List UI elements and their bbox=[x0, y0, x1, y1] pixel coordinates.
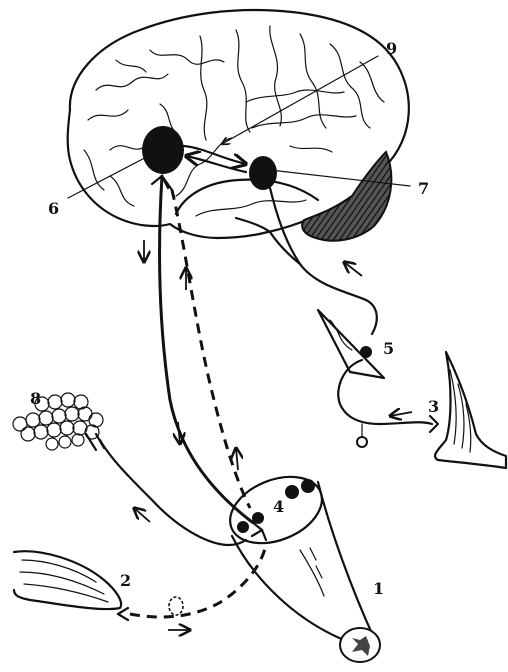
nuclei-connection-back bbox=[186, 156, 246, 172]
sensory-loop-3 bbox=[338, 360, 432, 424]
leader-9 bbox=[222, 56, 378, 144]
spinal-cell-c bbox=[285, 485, 299, 499]
label-3: 3 bbox=[428, 397, 439, 416]
brain bbox=[68, 10, 409, 264]
ganglion-5 bbox=[318, 310, 384, 378]
label-9: 9 bbox=[386, 39, 397, 58]
organ-3 bbox=[435, 352, 506, 468]
arrow-to-gland bbox=[134, 508, 150, 522]
nuclei-connection bbox=[184, 146, 246, 164]
label-2: 2 bbox=[120, 571, 131, 590]
spinal-cell-d bbox=[301, 479, 315, 493]
spinal-cord bbox=[220, 464, 380, 662]
label-7: 7 bbox=[418, 179, 429, 198]
ganglion-5-cell bbox=[360, 346, 372, 358]
nucleus-7 bbox=[249, 156, 277, 190]
label-6: 6 bbox=[48, 199, 59, 218]
arrow-from-3 bbox=[390, 412, 412, 416]
descending-tract bbox=[160, 176, 252, 522]
label-8: 8 bbox=[30, 389, 41, 408]
spinal-cord-body bbox=[232, 482, 374, 640]
gland-8 bbox=[13, 393, 104, 450]
leader-6 bbox=[68, 150, 160, 198]
cerebellum bbox=[302, 152, 391, 241]
arrow-to-brain-right bbox=[344, 262, 362, 276]
afferent-from-2 bbox=[130, 544, 266, 617]
label-1: 1 bbox=[373, 579, 384, 598]
spinal-cell-a bbox=[237, 521, 249, 533]
temporal-lobe bbox=[176, 180, 318, 214]
spinal-synapse bbox=[252, 522, 266, 540]
arrow-down-2 bbox=[178, 422, 180, 444]
nucleus-6 bbox=[142, 126, 184, 174]
label-4: 4 bbox=[273, 497, 284, 516]
efferent-to-gland bbox=[100, 440, 246, 545]
ganglion-2 bbox=[169, 597, 183, 615]
spinal-fibers bbox=[300, 548, 324, 596]
brain-gyri bbox=[84, 26, 384, 216]
receptor-2-ending bbox=[118, 608, 128, 620]
organ-2 bbox=[14, 551, 121, 609]
arrow-up-2 bbox=[236, 448, 238, 470]
receptor-ring bbox=[357, 437, 367, 447]
label-5: 5 bbox=[383, 339, 394, 358]
